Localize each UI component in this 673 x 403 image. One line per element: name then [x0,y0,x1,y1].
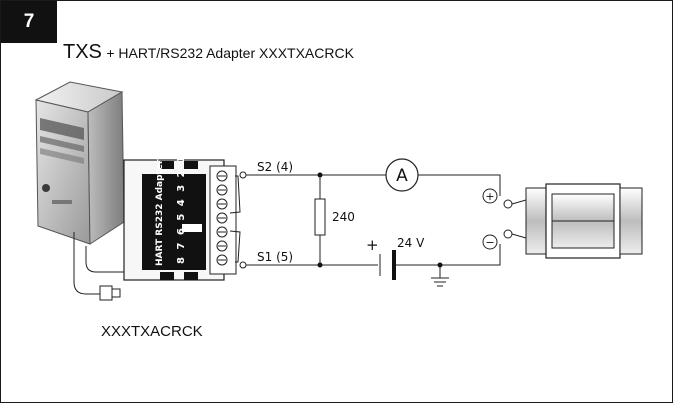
battery-icon [379,250,396,280]
ammeter-icon [385,158,419,192]
computer-icon [34,81,125,245]
negative-terminal-sign: − [485,236,494,249]
hart-rs232-adapter: HART RS232 Adapter 8 7 6 5 4 3 2 1 [123,154,247,281]
title-rest: + HART/RS232 Adapter XXXTXACRCK [106,45,354,61]
resistor-value-label: 240 [332,210,355,224]
wire-junctions [317,172,443,268]
positive-terminal-sign: + [485,190,494,203]
title-main: TXS [63,41,102,63]
ammeter-symbol: A [396,166,408,186]
step-number-badge: 7 [1,1,57,43]
terminal-s2-label: S2 (4) [257,160,293,174]
supply-voltage-label: 24 V [397,236,425,250]
negative-terminal-icon [482,234,498,250]
flowmeter-icon [525,183,643,259]
terminal-s1-label: S1 (5) [257,250,293,264]
resistor-icon [314,198,326,236]
serial-cable [73,232,142,301]
ground-icon [431,277,449,287]
adapter-pin-numbers: 8 7 6 5 4 3 2 1 [176,154,187,264]
adapter-label: HART RS232 Adapter [155,159,165,266]
figure-title: TXS + HART/RS232 Adapter XXXTXACRCK [63,41,354,64]
battery-plus-sign: + [366,236,379,254]
positive-terminal-icon [482,188,498,204]
adapter-caption: XXXTXACRCK [101,323,203,340]
